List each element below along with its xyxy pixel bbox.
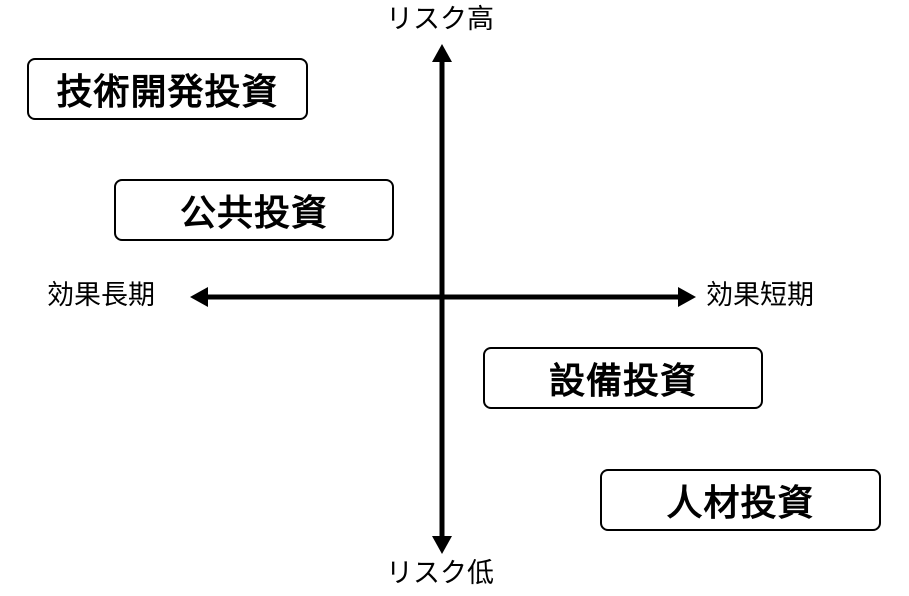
arrow-down-icon (432, 536, 452, 554)
axis-label-bottom: リスク低 (386, 558, 494, 589)
arrow-left-icon (190, 287, 208, 307)
item-box-public-investment: 公共投資 (114, 179, 394, 241)
arrow-up-icon (432, 44, 452, 62)
item-box-technology-investment: 技術開発投資 (27, 58, 308, 120)
axis-label-top: リスク高 (386, 4, 494, 35)
axis-label-left: 効果長期 (47, 280, 155, 311)
arrow-right-icon (678, 287, 696, 307)
item-box-equipment-investment: 設備投資 (483, 347, 763, 409)
item-box-human-resource-investment: 人材投資 (600, 469, 881, 531)
axis-label-right: 効果短期 (706, 280, 814, 311)
